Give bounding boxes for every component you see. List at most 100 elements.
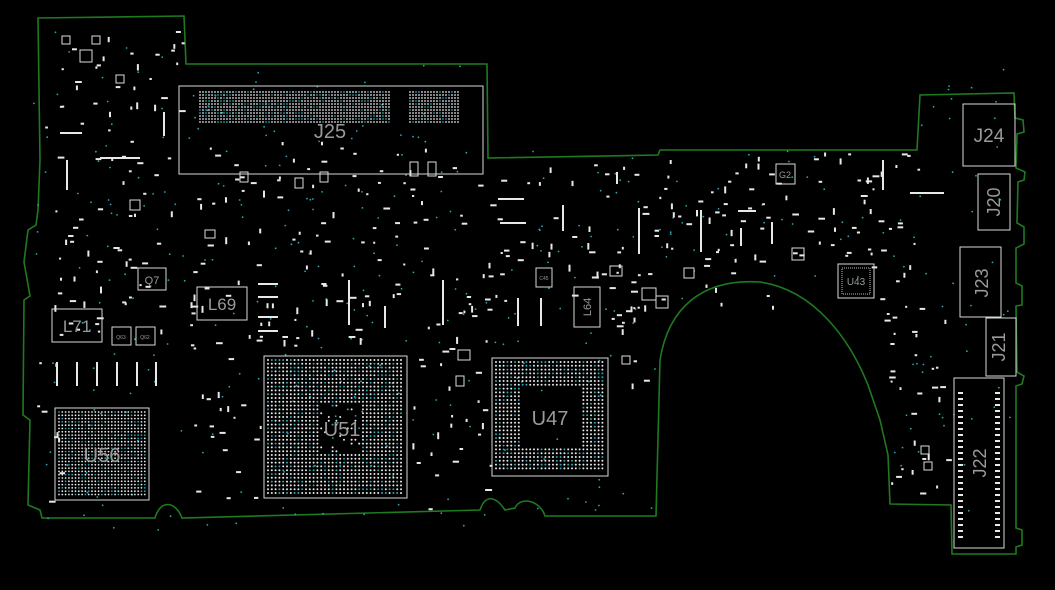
ball [262,112,264,114]
ball [601,459,604,462]
ball [301,435,304,437]
ball [396,389,399,392]
ball [265,112,267,114]
ball [362,446,364,449]
pin [995,428,1000,430]
ball [382,94,384,96]
ball [369,446,372,449]
ball [601,444,604,447]
chip-u47[interactable]: U47 [491,357,609,477]
ball [262,94,264,96]
ball [529,467,532,470]
smd-pad [256,264,262,267]
smd-pad [73,226,79,229]
ball [424,97,426,99]
ball [286,121,288,123]
ball [208,103,210,105]
chip-u56[interactable]: U56 [54,407,150,501]
ball [271,91,273,93]
ball [137,424,140,427]
ball [282,488,285,491]
ball [283,121,285,123]
ball [597,448,600,451]
ball [350,461,353,464]
ball [412,94,414,96]
ball [127,417,130,420]
ball [373,378,376,380]
capacitor-c45[interactable]: C45 [535,267,553,288]
ball [536,383,539,386]
ball [421,106,423,108]
ball [335,484,338,487]
ball [81,473,83,476]
smd-pad [848,153,852,156]
ball [337,118,339,120]
connector-j22[interactable]: J22 [953,377,1005,549]
connector-j25[interactable]: J25 [178,85,484,175]
ball [61,430,64,433]
via [204,259,206,261]
ball [238,103,240,105]
small-part-outline [641,287,657,301]
ball [71,487,74,489]
ball [364,112,366,114]
ball [597,410,600,413]
ball [301,446,304,449]
connector-j23[interactable]: J23 [959,246,1002,318]
ball [369,404,372,407]
ball [582,395,585,398]
ball [114,444,116,446]
ball [373,381,376,384]
inductor-l71[interactable]: L71 [51,308,103,343]
ball [388,118,390,120]
ball [412,112,414,114]
smd-pad [477,400,480,403]
ball [107,493,110,496]
small-part-outline [319,171,329,183]
ball [559,467,562,470]
ball [427,97,429,99]
connector-j24[interactable]: J24 [962,103,1016,167]
chip-u43[interactable]: U43 [837,263,875,299]
ball [385,121,387,123]
component-g2[interactable]: G2 [775,163,796,185]
ball [343,397,345,399]
inductor-l69[interactable]: L69 [196,286,248,321]
smd-pad [915,334,918,338]
smd-pad [395,235,399,238]
ball [362,385,364,388]
ball [384,408,387,411]
ball [421,112,423,114]
smd-pad [716,251,719,254]
ball [529,380,532,382]
transistor-q7[interactable]: Q7 [137,267,167,291]
ball [232,94,234,96]
ball [358,492,361,494]
chip-u51[interactable]: U51 [263,355,408,499]
ball [107,424,110,427]
ball [308,461,311,464]
ball [301,400,304,403]
ball [521,364,524,367]
via [447,498,449,501]
ball [319,100,321,102]
ball [597,437,600,439]
connector-j20[interactable]: J20 [977,173,1011,231]
ball [208,106,210,108]
ball [388,374,391,377]
transistor-q63[interactable]: Q63 [111,326,132,346]
ball [590,387,592,390]
ball [244,121,246,123]
ball [506,399,509,401]
ball [578,372,581,375]
ball [289,404,292,407]
ball [384,423,387,426]
ball [270,389,273,392]
connector-j21[interactable]: J21 [985,317,1017,377]
ball [104,424,107,427]
ball [312,381,315,384]
inductor-l64[interactable]: L64 [573,286,601,328]
transistor-q62[interactable]: Q62 [135,326,156,346]
ball [412,118,414,120]
via [485,301,488,304]
